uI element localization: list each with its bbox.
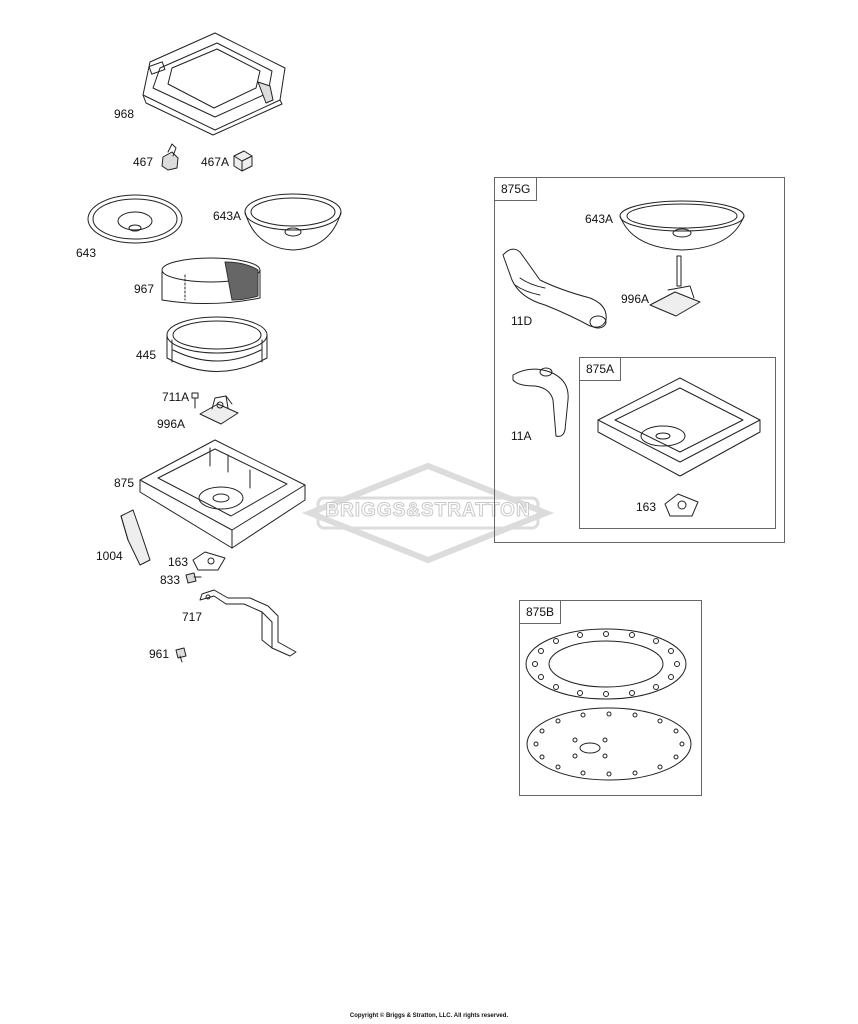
label-643A: 643A bbox=[213, 209, 242, 223]
kit-box-875A: 875A bbox=[579, 357, 776, 529]
box-875G-643A-plate-drawing bbox=[619, 200, 745, 251]
box-875G-11A-hose-drawing bbox=[512, 367, 569, 437]
box-875G-996A-valve-drawing bbox=[649, 255, 701, 317]
label-445: 445 bbox=[136, 348, 157, 362]
box-875G-label-11D: 11D bbox=[511, 314, 533, 328]
part-711A-screw-drawing bbox=[191, 392, 199, 409]
part-163-gasket-drawing bbox=[192, 551, 226, 571]
label-643: 643 bbox=[76, 246, 97, 260]
part-445-filter-drawing bbox=[166, 316, 268, 372]
copyright-notice: Copyright © Briggs & Stratton, LLC. All … bbox=[349, 1013, 509, 1019]
label-833: 833 bbox=[160, 573, 181, 587]
kit-box-875B: 875B bbox=[519, 600, 702, 796]
box-875B-gasket-plate-drawing bbox=[526, 707, 692, 781]
part-996A-valve-drawing bbox=[199, 395, 239, 425]
brand-watermark: BRIGGS&STRATTON bbox=[300, 462, 556, 564]
kit-tag-875G: 875G bbox=[494, 177, 538, 201]
part-961-screw-drawing bbox=[175, 647, 187, 663]
kit-box-875G: 875G bbox=[494, 177, 785, 543]
label-968: 968 bbox=[114, 107, 135, 121]
label-996A: 996A bbox=[157, 417, 186, 431]
box-875B-gasket-ring-drawing bbox=[525, 628, 687, 700]
part-467-knob-drawing bbox=[161, 143, 179, 171]
part-875-base-drawing bbox=[139, 439, 306, 549]
box-875G-label-996A: 996A bbox=[621, 292, 650, 306]
watermark-hexagon-shape bbox=[301, 462, 555, 564]
part-643A-plate-drawing bbox=[244, 193, 342, 251]
part-967-precleaner-drawing bbox=[161, 257, 261, 305]
label-1004: 1004 bbox=[96, 549, 123, 563]
part-833-screw-drawing bbox=[185, 572, 202, 584]
box-875A-base-drawing bbox=[597, 377, 761, 477]
kit-tag-875A: 875A bbox=[579, 357, 622, 381]
label-163: 163 bbox=[168, 555, 189, 569]
box-875G-label-643A: 643A bbox=[585, 212, 614, 226]
box-875A-163-gasket-drawing bbox=[664, 493, 699, 517]
label-961: 961 bbox=[149, 647, 170, 661]
label-467A: 467A bbox=[201, 155, 230, 169]
part-968-cover-drawing bbox=[142, 32, 286, 136]
kit-tag-875B: 875B bbox=[519, 600, 562, 624]
box-875G-11D-hose-drawing bbox=[502, 248, 607, 329]
label-717: 717 bbox=[182, 610, 203, 624]
label-875: 875 bbox=[114, 476, 135, 490]
part-467A-nut-drawing bbox=[233, 150, 253, 172]
label-467: 467 bbox=[133, 155, 154, 169]
part-717-bracket-drawing bbox=[199, 589, 297, 657]
watermark-text: BRIGGS&STRATTON bbox=[325, 500, 531, 522]
box-875A-label-163: 163 bbox=[636, 500, 657, 514]
label-711A: 711A bbox=[162, 390, 190, 404]
part-1004-bracket-drawing bbox=[120, 509, 151, 566]
label-967: 967 bbox=[134, 282, 155, 296]
box-875G-label-11A: 11A bbox=[511, 429, 532, 443]
part-643-plate-drawing bbox=[87, 194, 183, 244]
